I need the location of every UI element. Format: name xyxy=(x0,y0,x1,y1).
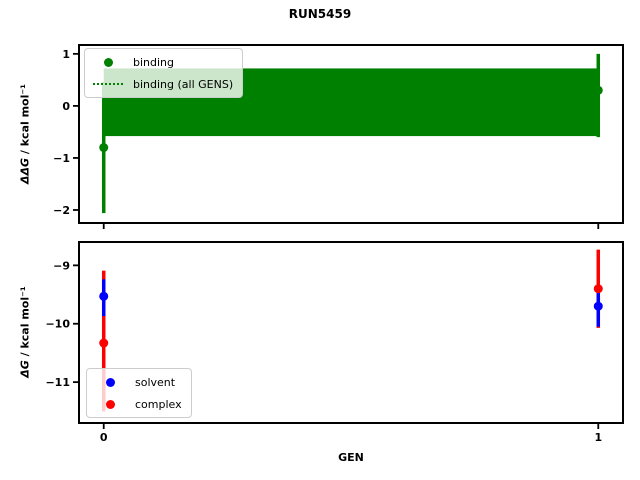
axes-frame xyxy=(78,44,624,224)
solvent-marker xyxy=(593,301,603,311)
legend-swatch-cell xyxy=(93,399,127,409)
legend-label-binding: binding xyxy=(133,55,175,69)
legend-components: solvent complex xyxy=(86,368,192,418)
bottom-ylabel-units: / kcal mol⁻¹ xyxy=(18,286,32,361)
bottom-plot-ylabel: ΔG / kcal mol⁻¹ xyxy=(19,286,32,378)
bottom-ylabel-symbol: ΔG xyxy=(18,360,32,378)
y-tick-label: −1 xyxy=(53,152,70,165)
legend-label-binding-all-gens: binding (all GENS) xyxy=(133,77,234,91)
figure-title: RUN5459 xyxy=(288,7,352,21)
legend-item-solvent: solvent xyxy=(93,371,182,393)
y-tick-label: −10 xyxy=(45,318,70,331)
complex-marker-icon xyxy=(105,399,115,409)
binding-marker-icon xyxy=(103,57,113,67)
y-tick-label: −11 xyxy=(45,376,70,389)
y-tick-label: −2 xyxy=(53,204,70,217)
x-tick-label: 0 xyxy=(100,431,108,444)
dotted-line-icon xyxy=(93,83,123,85)
complex-marker xyxy=(99,338,109,348)
legend-label-complex: complex xyxy=(135,397,182,411)
y-tick-label: −9 xyxy=(53,259,70,272)
solvent-marker xyxy=(99,291,109,301)
legend-swatch-cell xyxy=(91,83,125,85)
top-ylabel-units: / kcal mol⁻¹ xyxy=(18,83,32,158)
top-ylabel-symbol: ΔΔG xyxy=(18,157,32,185)
legend-swatch-cell xyxy=(91,57,125,67)
legend-binding: binding binding (all GENS) xyxy=(84,48,244,98)
legend-item-binding: binding xyxy=(91,51,233,73)
binding-marker xyxy=(99,143,109,153)
legend-item-complex: complex xyxy=(93,393,182,415)
complex-marker xyxy=(593,284,603,294)
x-axis-label: GEN xyxy=(338,451,364,464)
top-plot-ylabel: ΔΔG / kcal mol⁻¹ xyxy=(19,84,32,184)
axes-frame xyxy=(78,241,624,424)
y-tick-label: 0 xyxy=(62,100,70,113)
y-tick-label: 1 xyxy=(62,48,70,61)
legend-swatch-cell xyxy=(93,377,127,387)
x-tick-label: 1 xyxy=(594,431,602,444)
legend-label-solvent: solvent xyxy=(135,375,176,389)
solvent-marker-icon xyxy=(105,377,115,387)
legend-item-binding-all-gens: binding (all GENS) xyxy=(91,73,233,95)
binding-marker xyxy=(593,85,603,95)
